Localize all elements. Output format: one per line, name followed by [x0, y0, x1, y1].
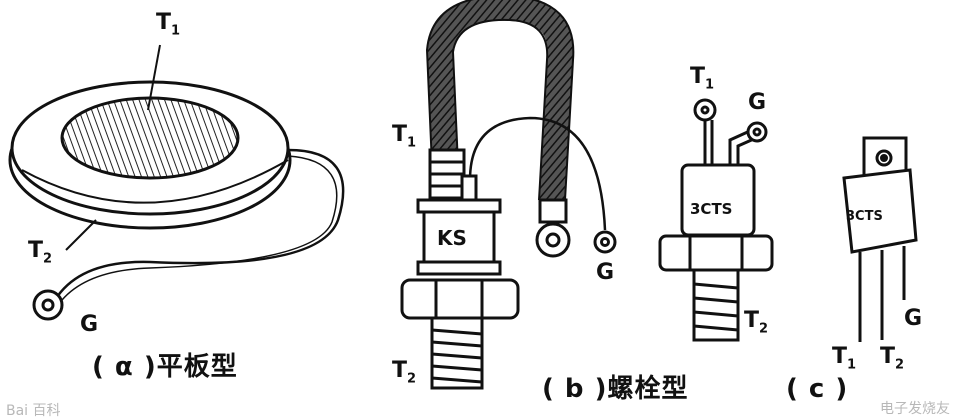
fig-b-caption: ( b )螺栓型 [542, 374, 689, 404]
fig-c-t1-label: T1 [832, 344, 857, 373]
watermark-left: Bai 百科 [6, 403, 61, 419]
flat-plate-package [8, 44, 345, 321]
flat-plate-gate-ring [32, 289, 64, 321]
fig-b-t2-label: T2 [392, 358, 417, 387]
fig-b-gate-label: G [596, 260, 615, 285]
fig-c-body-label: 3CTS [846, 209, 883, 224]
fig-b2-t2-label: T2 [744, 308, 769, 337]
stud-package [400, 0, 617, 390]
stud-gate-wire [468, 116, 607, 231]
flat-plate-top-face [60, 96, 240, 180]
fig-b2-body-label: 3CTS [690, 200, 733, 218]
fig-b2-gate-label: G [748, 90, 767, 115]
fig-c-t2-label: T2 [880, 344, 905, 373]
stud-hex-nut [400, 278, 520, 320]
to220-package [842, 136, 918, 342]
fig-c-caption: ( c ) [786, 374, 849, 404]
fig-b-t1-label: T1 [392, 122, 417, 151]
fig-b-body-label: KS [437, 226, 467, 250]
fig-a-gate-label: G [80, 312, 99, 337]
fig-a-t2-label: T2 [28, 238, 53, 267]
small-stud-hex-nut [658, 234, 774, 272]
stud-braided-cable [426, 0, 574, 201]
small-stud-package [658, 98, 774, 342]
watermark-right: 电子发烧友 [880, 401, 950, 417]
fig-a-caption: ( α )平板型 [92, 352, 238, 382]
fig-a-t1-label: T1 [156, 10, 181, 39]
fig-b2-t1-label: T1 [690, 64, 715, 93]
flat-plate-gate-wire [53, 148, 345, 301]
fig-c-gate-label: G [904, 306, 923, 331]
